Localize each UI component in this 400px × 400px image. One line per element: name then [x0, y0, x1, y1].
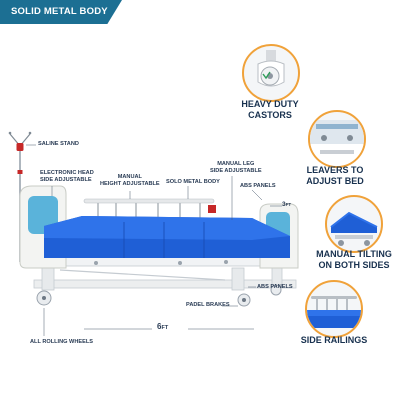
railing-feature-circle — [305, 280, 363, 338]
abs-panels-bottom-label: ABS PANELS — [257, 284, 293, 290]
lever-feature-label: LEAVERS TO ADJUST BED — [306, 165, 364, 186]
banner-label: SOLID METAL BODY — [11, 6, 108, 17]
mattress — [44, 216, 290, 258]
castor-icon — [257, 50, 285, 87]
callout-leader-lines — [26, 144, 282, 336]
saline-stand-label: SALINE STAND — [38, 141, 79, 147]
all-rolling-wheels-label: ALL ROLLING WHEELS — [30, 339, 93, 345]
manual-height-label: MANUAL HEIGHT ADJUSTABLE — [100, 174, 160, 187]
electronic-head-label: ELECTRONIC HEAD SIDE ADJUSTABLE — [40, 170, 94, 183]
solo-metal-body-label: SOLO METAL BODY — [166, 179, 220, 185]
castor-feature-circle — [242, 44, 300, 102]
base-frame — [33, 261, 297, 291]
railing-feature-label: SIDE RAILINGS — [300, 335, 368, 345]
lever-feature-circle — [308, 110, 366, 168]
side-railing-icon — [307, 296, 361, 328]
tilting-feature-circle — [325, 195, 383, 253]
length-dimension-label: 6FT — [157, 322, 169, 332]
width-dimension-label: 3FT — [282, 201, 292, 208]
castor-wheels — [36, 284, 282, 307]
tilting-bed-icon — [330, 211, 378, 246]
castor-feature-label: HEAVY DUTY CASTORS — [241, 99, 299, 120]
abs-panels-top-label: ABS PANELS — [240, 183, 276, 189]
padel-brakes-label: PADEL BRAKES — [186, 302, 230, 308]
manual-leg-label: MANUAL LEG SIDE ADJUSTABLE — [210, 161, 262, 174]
lever-icon — [310, 120, 364, 166]
tilting-feature-label: MANUAL TILTING ON BOTH SIDES — [316, 249, 392, 270]
title-banner: SOLID METAL BODY — [0, 0, 122, 24]
